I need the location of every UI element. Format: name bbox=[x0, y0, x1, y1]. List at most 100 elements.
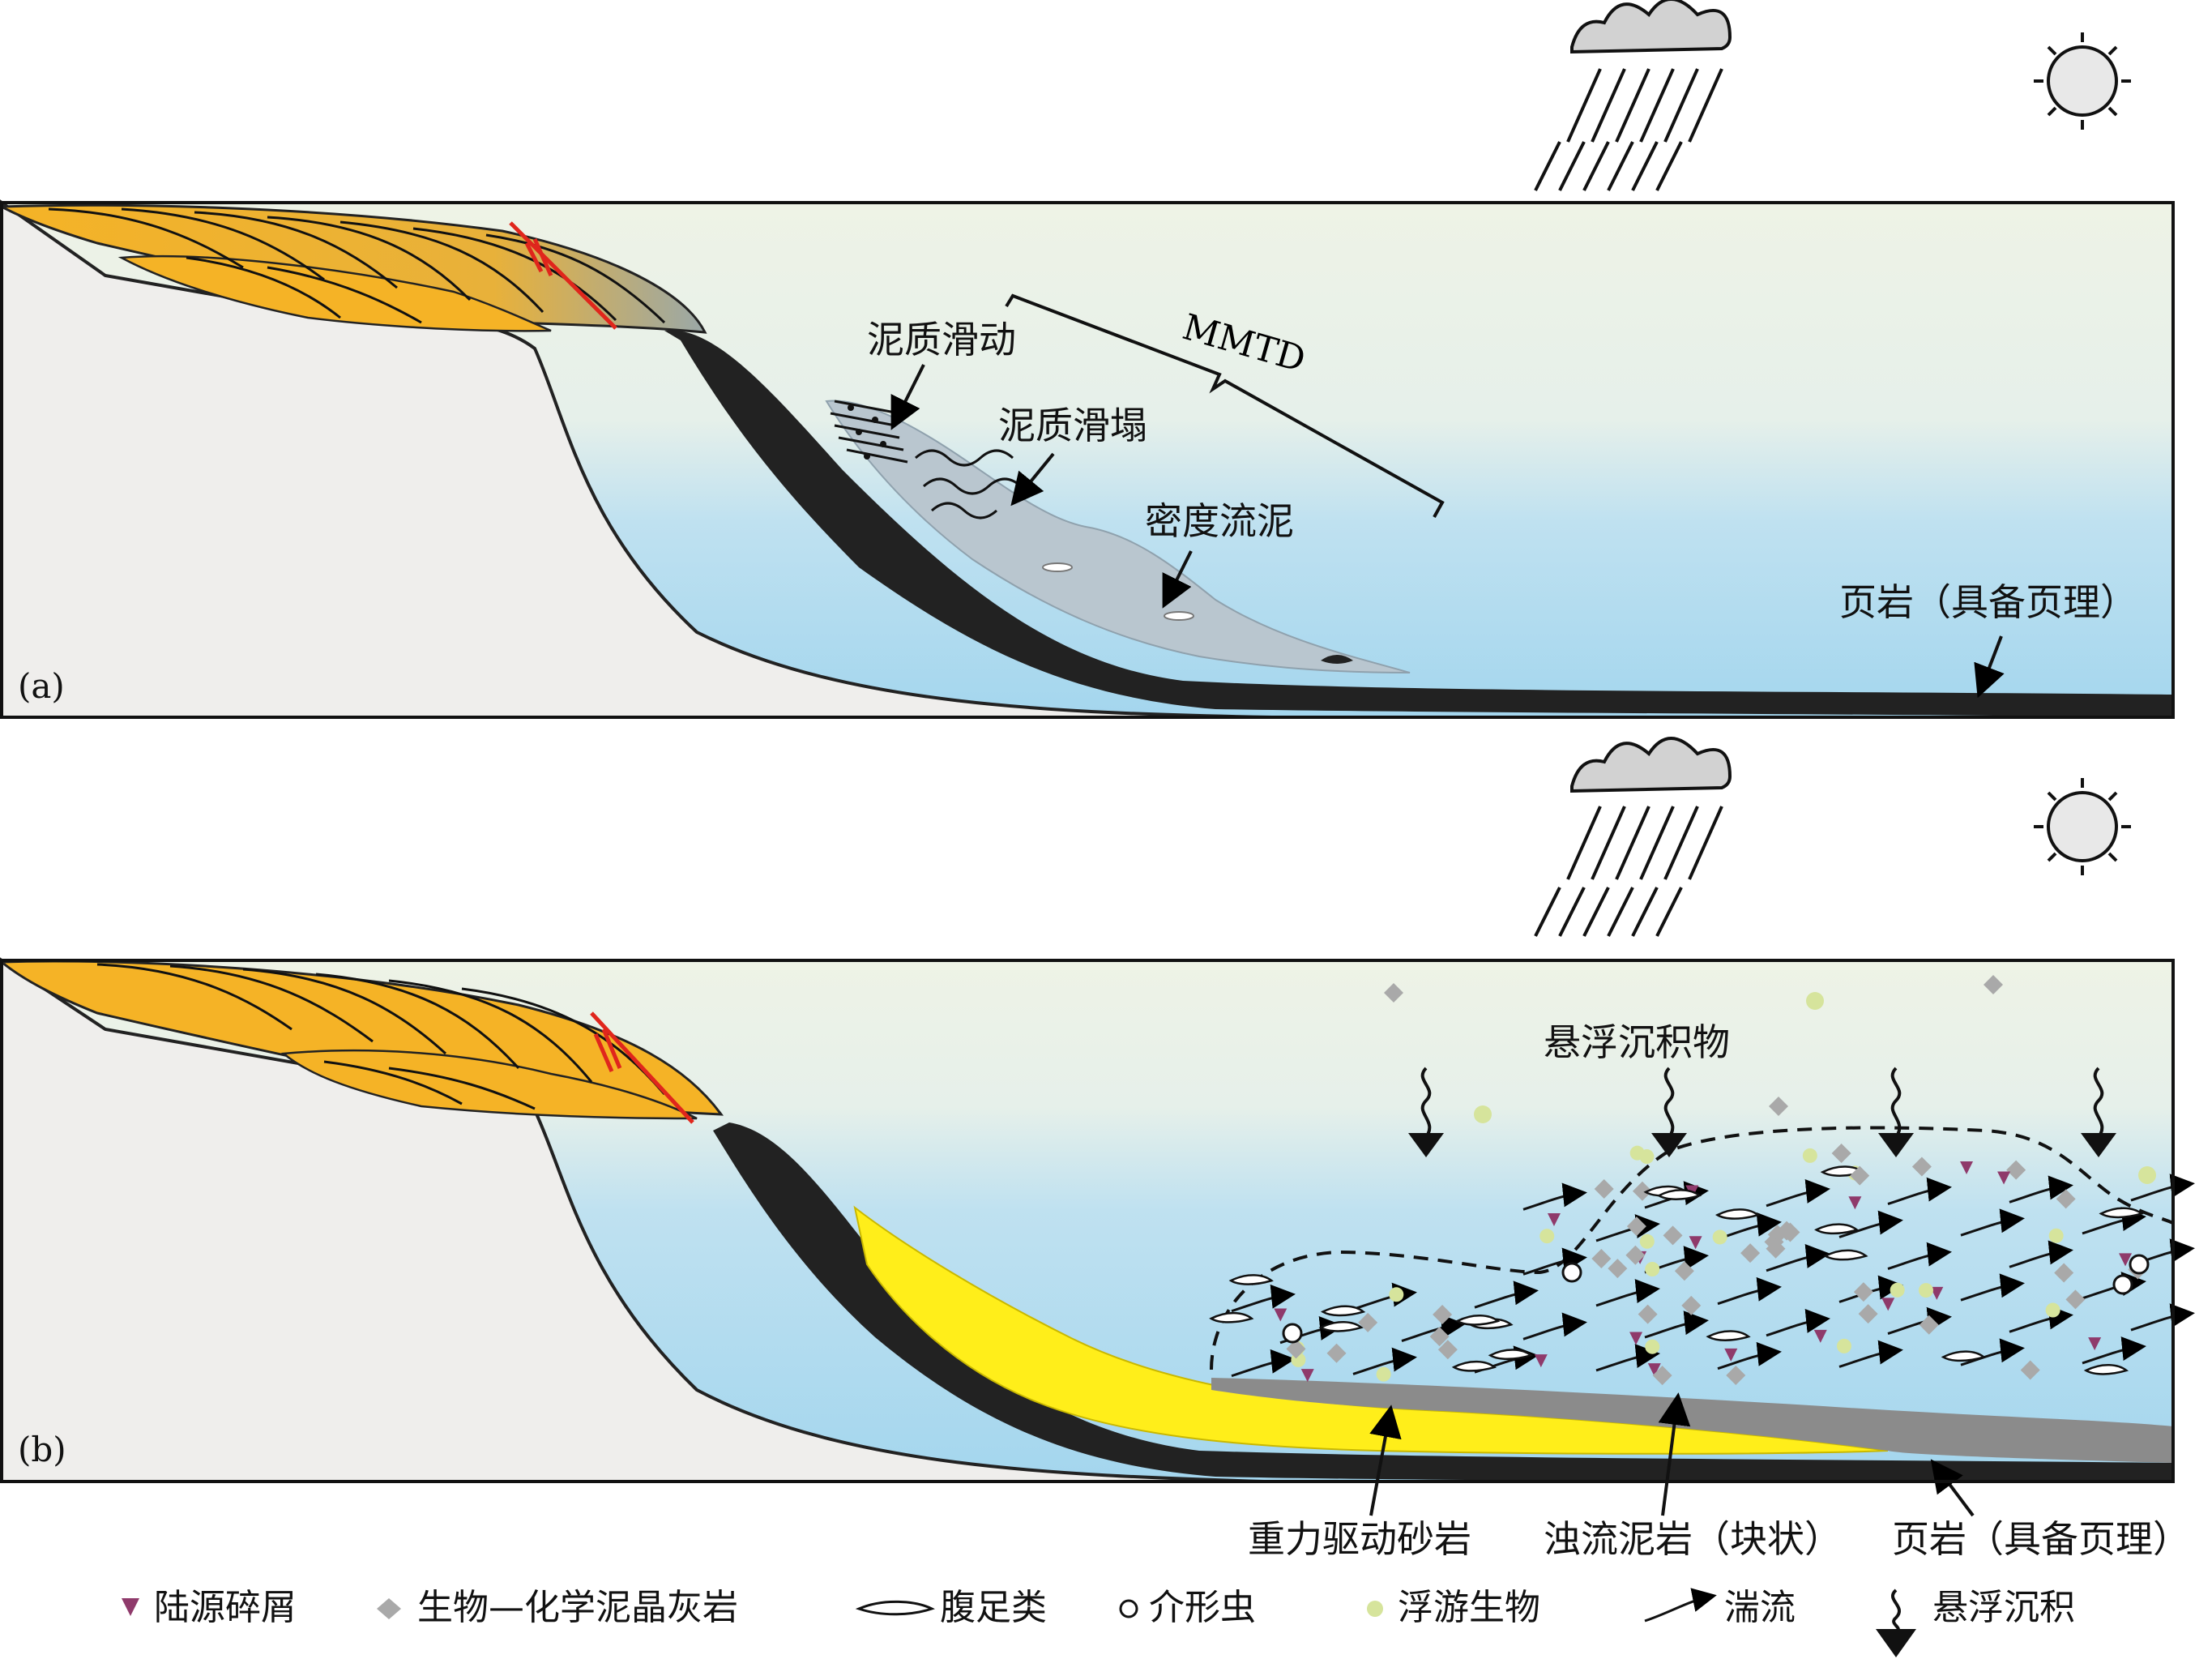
turbulence-arrow bbox=[1522, 1182, 1587, 1211]
plankton-particle bbox=[1890, 1282, 1905, 1298]
label-shale-b: 页岩（具备页理） bbox=[1892, 1517, 2190, 1561]
carbonate-particle bbox=[1358, 1312, 1378, 1332]
turbulence-arrow bbox=[1474, 1281, 1539, 1309]
gastropod-particle bbox=[1823, 1249, 1868, 1261]
ostracod-particle bbox=[1282, 1323, 1303, 1344]
panel-b-tag: (b) bbox=[18, 1430, 66, 1469]
delta-lower bbox=[117, 254, 552, 332]
diamond-icon bbox=[377, 1598, 401, 1619]
detritus-particle bbox=[1534, 1354, 1548, 1368]
detritus-particle bbox=[1647, 1363, 1661, 1377]
detritus-particle bbox=[2088, 1337, 2102, 1351]
delta-upper bbox=[0, 203, 707, 334]
gastropod-particle bbox=[2083, 1363, 2129, 1375]
gravity-sandstone-body bbox=[853, 1205, 1889, 1455]
carbonate-particle bbox=[2054, 1263, 2074, 1283]
turbulence-arrow bbox=[1595, 1214, 1660, 1242]
plankton-particle bbox=[1712, 1229, 1727, 1245]
turbulence-arrow bbox=[1522, 1247, 1587, 1276]
carbonate-particle bbox=[1286, 1339, 1306, 1359]
ostracod-icon bbox=[1119, 1599, 1138, 1618]
mud-slump-folds bbox=[914, 449, 1023, 520]
delta-foresets-b bbox=[96, 963, 666, 1110]
mmtd-dark-lens bbox=[1321, 655, 1353, 664]
detritus-particle bbox=[1997, 1171, 2011, 1185]
label-gravity-sandstone: 重力驱动砂岩 bbox=[1248, 1517, 1471, 1561]
plankton-particle bbox=[1645, 1339, 1660, 1354]
suspension-arrowheads bbox=[1408, 1133, 2116, 1157]
plankton-particle bbox=[1645, 1262, 1660, 1277]
carbonate-particle bbox=[1608, 1259, 1628, 1279]
turbulence-arrow bbox=[1766, 1243, 1830, 1272]
carbonate-particle bbox=[1626, 1216, 1646, 1237]
carbonate-particle bbox=[1853, 1282, 1873, 1302]
ostracod-particle bbox=[1561, 1262, 1582, 1283]
plankton-particle bbox=[1389, 1287, 1404, 1302]
mud-slide-blocks bbox=[830, 400, 908, 464]
gastropod-particle bbox=[1656, 1189, 1702, 1200]
ostracod-particle bbox=[2112, 1274, 2133, 1295]
turbidite-mudstone-body bbox=[1211, 1378, 2173, 1463]
suspension-arrowhead-icon bbox=[1876, 1629, 1916, 1657]
panel-a-tag: (a) bbox=[18, 666, 65, 706]
turbulence-arrow bbox=[1887, 1306, 1952, 1335]
turbulence-arrow bbox=[2082, 1272, 2146, 1300]
turbulence-arrow bbox=[1887, 1242, 1952, 1270]
legend-label-carbonate: 生物—化学泥晶灰岩 bbox=[417, 1587, 738, 1628]
label-mud-slide: 泥质滑动 bbox=[867, 318, 1016, 361]
delta-lower-b bbox=[280, 1049, 698, 1120]
carbonate-particle bbox=[1663, 1225, 1683, 1246]
suspension-arrows bbox=[1420, 1067, 2104, 1139]
detritus-particle bbox=[1274, 1308, 1287, 1322]
carbonate-particle bbox=[1594, 1178, 1614, 1199]
carbonate-particle bbox=[2056, 1189, 2076, 1209]
legend-label-gastropod: 腹足类 bbox=[940, 1587, 1047, 1628]
carbonate-particle bbox=[1911, 1157, 1932, 1177]
carbonate-particle bbox=[1638, 1304, 1658, 1324]
turbulence-arrow bbox=[1766, 1308, 1830, 1337]
carbonate-particle bbox=[1919, 1315, 1939, 1335]
carbonate-particle bbox=[1326, 1343, 1347, 1363]
label-mud-slump: 泥质滑塌 bbox=[998, 404, 1147, 447]
mmtd-bracket bbox=[1005, 293, 1445, 518]
carbonate-particle bbox=[1984, 975, 2003, 994]
mmtd-shell-marks bbox=[1042, 562, 1194, 621]
carbonate-particle bbox=[1591, 1248, 1612, 1268]
panel-b bbox=[0, 957, 2195, 1517]
carbonate-particle bbox=[2006, 1160, 2026, 1180]
sun-icon-b bbox=[2034, 778, 2131, 875]
panel-a-pointers bbox=[890, 364, 2005, 699]
plankton-particle bbox=[2045, 1302, 2060, 1318]
turbulence-arrow bbox=[2009, 1305, 2073, 1333]
gastropod-particle bbox=[1706, 1330, 1751, 1341]
turbulence-arrows bbox=[1231, 1174, 2195, 1378]
gastropod-particle bbox=[1228, 1274, 1274, 1285]
carbonate-particle bbox=[1858, 1304, 1878, 1324]
label-shale-a: 页岩（具备页理） bbox=[1839, 580, 2137, 624]
mmtd-deposit bbox=[825, 400, 1411, 673]
turbulence-arrow bbox=[2009, 1240, 2073, 1268]
panel-a-frame bbox=[0, 201, 2175, 719]
legend-label-detritus: 陆源碎屑 bbox=[154, 1587, 297, 1628]
carbonate-particle bbox=[1740, 1243, 1761, 1263]
turbulence-arrow bbox=[1644, 1311, 1709, 1339]
detritus-particle bbox=[1881, 1298, 1895, 1311]
turbulence-arrow bbox=[2082, 1336, 2146, 1365]
plankton-particle bbox=[1806, 992, 1824, 1010]
turbulence-arrow bbox=[1595, 1344, 1660, 1372]
detritus-particle bbox=[1724, 1348, 1738, 1362]
turbulence-arrow bbox=[1960, 1208, 2025, 1237]
turbulence-arrow bbox=[1887, 1177, 1952, 1205]
turbulence-arrow bbox=[1231, 1284, 1296, 1313]
gastropod-particle bbox=[1455, 1315, 1501, 1326]
turbulence-arrow bbox=[1717, 1341, 1782, 1370]
mud-slide-dots bbox=[848, 404, 886, 460]
detritus-particle bbox=[1960, 1161, 1974, 1174]
legend-symbols bbox=[122, 1588, 1916, 1657]
carbonate-particle bbox=[1632, 1181, 1652, 1201]
gastropod-particle bbox=[1451, 1360, 1497, 1372]
carbonate-particle bbox=[1437, 1340, 1458, 1360]
carbonate-particle bbox=[2065, 1289, 2086, 1310]
turbulence-arrow bbox=[1960, 1273, 2025, 1302]
turbulence-arrow-icon bbox=[1644, 1588, 1717, 1623]
